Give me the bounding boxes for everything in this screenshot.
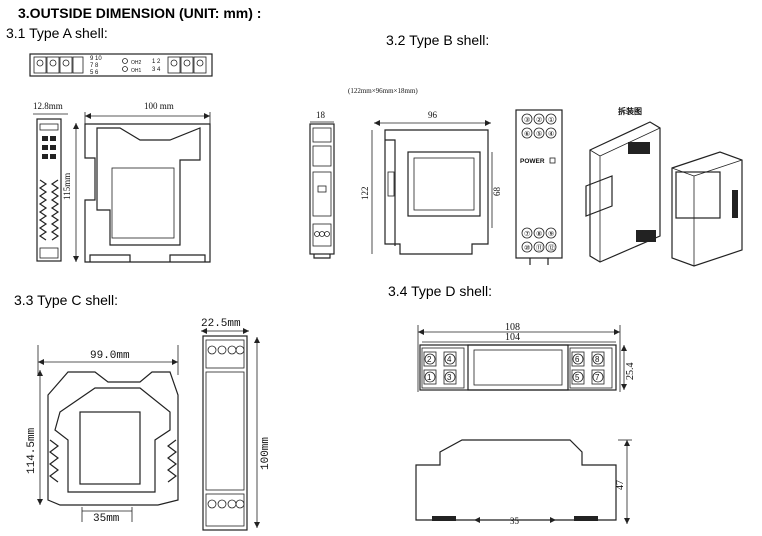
- type-b-terminal-1: ①: [548, 116, 554, 124]
- type-a-label-oh2: OH2: [131, 60, 142, 66]
- type-c-dim-length: 99.0mm: [90, 350, 130, 362]
- type-d-terminal-4: 4: [447, 355, 452, 364]
- type-b-terminal-6: ⑥: [524, 130, 530, 138]
- type-b-terminal-9: ⑨: [548, 230, 554, 238]
- type-c-front-view: 22.5mm 100mm: [201, 318, 272, 531]
- type-b-terminal-11: ⑪: [536, 244, 543, 252]
- type-b-assembly-label: 拆装图: [618, 106, 642, 116]
- type-b-terminal-4: ④: [548, 130, 554, 138]
- type-a-dim-height: 115mm: [62, 173, 72, 200]
- type-b-front-view: 18: [309, 110, 335, 259]
- type-b-dim-width: 18: [316, 110, 326, 120]
- type-a-dim-width: 12.8mm: [33, 101, 63, 111]
- type-b-power-label: POWER: [520, 158, 545, 165]
- type-d-side-view: 47 35: [415, 439, 632, 526]
- type-c-side-view: 99.0mm 114.5mm 35mm: [26, 345, 179, 525]
- section-title-type-a: 3.1 Type A shell:: [6, 25, 108, 41]
- type-a-dim-length: 100 mm: [144, 101, 174, 111]
- type-a-top-view: 9 10 7 8 5 6 OH2 OH1 1 2 3 4: [29, 53, 213, 77]
- type-b-side-view: 96 122 68: [360, 110, 502, 255]
- type-d-terminal-6: 6: [575, 355, 580, 364]
- type-a-front-view: 12.8mm: [33, 101, 68, 262]
- type-b-terminal-5: ⑤: [536, 130, 542, 138]
- section-title-type-d: 3.4 Type D shell:: [388, 283, 493, 299]
- type-d-terminal-7: 7: [595, 373, 600, 382]
- type-c-dim-side-height: 100mm: [260, 437, 272, 470]
- type-d-top-view: 108 104 2 4 1 3 6 8 5 7 2: [417, 322, 636, 392]
- type-b-terminal-7: ⑦: [524, 230, 530, 238]
- type-a-terminal-7-8: 7 8: [90, 63, 99, 69]
- type-d-dim-rail: 35: [510, 516, 520, 526]
- type-b-terminal-8: ⑧: [536, 230, 542, 238]
- type-d-dim-depth: 25.4: [625, 363, 636, 381]
- type-a-terminal-1-2: 1 2: [152, 59, 161, 65]
- type-a-terminal-3-4: 3 4: [152, 67, 161, 73]
- type-a-label-oh1: OH1: [131, 68, 142, 74]
- type-b-spec: (122mm×96mm×18mm): [348, 87, 418, 95]
- type-a-terminal-9-10: 9 10: [90, 56, 102, 62]
- type-d-dim-outer: 108: [505, 322, 520, 333]
- type-d-dim-height: 47: [615, 480, 626, 490]
- type-d-terminal-1: 1: [427, 373, 432, 382]
- type-b-terminal-view: ③ ② ① ⑥ ⑤ ④ POWER ⑦ ⑧ ⑨ ⑩ ⑪ ⑫: [515, 109, 563, 265]
- type-d-terminal-2: 2: [427, 355, 432, 364]
- type-b-assembly-view: 拆装图: [585, 106, 743, 267]
- type-b-terminal-3: ③: [524, 116, 530, 124]
- type-b-dim-height: 122: [360, 187, 370, 201]
- type-a-terminal-5-6: 5 6: [90, 70, 99, 76]
- type-c-dim-height: 114.5mm: [26, 427, 38, 474]
- type-d-terminal-8: 8: [595, 355, 600, 364]
- type-c-dim-width: 22.5mm: [201, 318, 241, 330]
- section-title-type-c: 3.3 Type C shell:: [14, 292, 119, 308]
- page-heading: 3.OUTSIDE DIMENSION (UNIT: mm) :: [18, 5, 262, 21]
- type-c-dim-base: 35mm: [93, 513, 120, 525]
- type-b-terminal-2: ②: [536, 116, 542, 124]
- section-title-type-b: 3.2 Type B shell:: [386, 32, 490, 48]
- type-b-terminal-10: ⑩: [524, 244, 530, 252]
- type-d-dim-inner: 104: [505, 332, 520, 343]
- type-d-terminal-3: 3: [447, 373, 452, 382]
- type-a-side-view: 100 mm 115mm: [62, 101, 211, 263]
- type-b-dim-inner: 68: [492, 187, 502, 197]
- type-b-terminal-12: ⑫: [548, 244, 555, 252]
- type-b-dim-length: 96: [428, 110, 438, 120]
- type-d-terminal-5: 5: [575, 373, 580, 382]
